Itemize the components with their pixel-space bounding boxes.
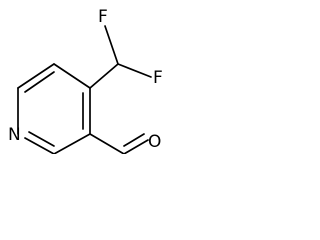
ring-bond-c2-c3-outer [17, 63, 55, 89]
bond-cho-o-outer [123, 139, 149, 154]
bond-cf2-f-right [117, 63, 152, 78]
fluorine-atom-label: F [98, 7, 108, 27]
ring-bond-c3-c4 [53, 63, 91, 89]
chemical-structure-diagram: F F N O [8, 7, 163, 154]
oxygen-atom-label: O [148, 132, 161, 152]
fluorine-atom-label: F [153, 68, 163, 88]
ring-bond-c5-c6 [53, 133, 91, 154]
ring-bond-c6-n-outer [24, 137, 55, 154]
bond-c4-cf2 [89, 63, 119, 89]
bond-cf2-f-left [104, 25, 119, 65]
nitrogen-atom-label: N [8, 125, 21, 145]
ring-bond-c2-c3-inner [24, 71, 55, 93]
bond-c5-cho [89, 133, 125, 154]
ring-bond-c6-n-inner [28, 131, 55, 147]
bond-cho-o-inner [123, 133, 145, 147]
